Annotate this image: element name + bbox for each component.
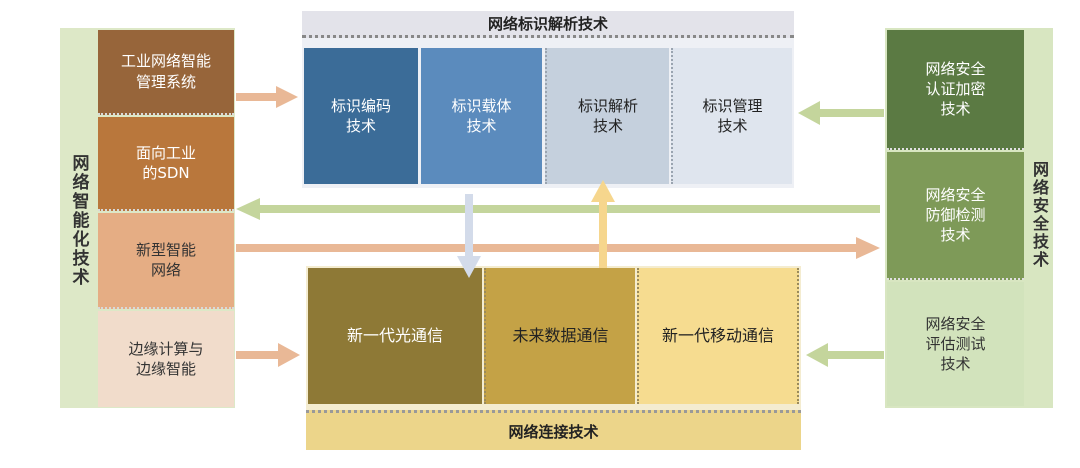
arrow-intelligence-to-security — [236, 237, 880, 259]
intelligence-item-4: 边缘计算与 边缘智能 — [98, 311, 234, 407]
identification-title: 网络标识解析技术 — [302, 11, 794, 38]
connection-item-3: 新一代移动通信 — [637, 268, 799, 404]
arrow-connection-to-identification — [591, 180, 615, 268]
intelligence-item-3: 新型智能 网络 — [98, 213, 234, 309]
security-item-1: 网络安全 认证加密 技术 — [887, 30, 1024, 150]
arrow-security-to-intelligence — [236, 198, 880, 220]
identification-item-1: 标识编码 技术 — [304, 48, 418, 184]
arrow-intel-to-identification — [236, 86, 298, 108]
intelligence-item-2: 面向工业 的SDN — [98, 117, 234, 211]
intelligence-item-1: 工业网络智能 管理系统 — [98, 30, 234, 115]
arrow-identification-to-connection — [457, 194, 481, 278]
identification-item-3: 标识解析 技术 — [545, 48, 669, 184]
intelligence-title: 网络智能化技术 — [68, 153, 89, 287]
arrow-security-to-identification — [798, 101, 884, 125]
identification-item-4: 标识管理 技术 — [671, 48, 792, 184]
identification-item-2: 标识载体 技术 — [421, 48, 542, 184]
connection-item-1: 新一代光通信 — [308, 268, 482, 404]
security-item-3: 网络安全 评估测试 技术 — [887, 282, 1024, 406]
connection-title: 网络连接技术 — [306, 410, 801, 450]
connection-item-2: 未来数据通信 — [484, 268, 635, 404]
arrow-security-to-connection — [806, 343, 884, 367]
security-item-2: 网络安全 防御检测 技术 — [887, 152, 1024, 280]
arrow-edge-to-connection — [236, 343, 300, 367]
security-title: 网络安全技术 — [1030, 161, 1049, 269]
